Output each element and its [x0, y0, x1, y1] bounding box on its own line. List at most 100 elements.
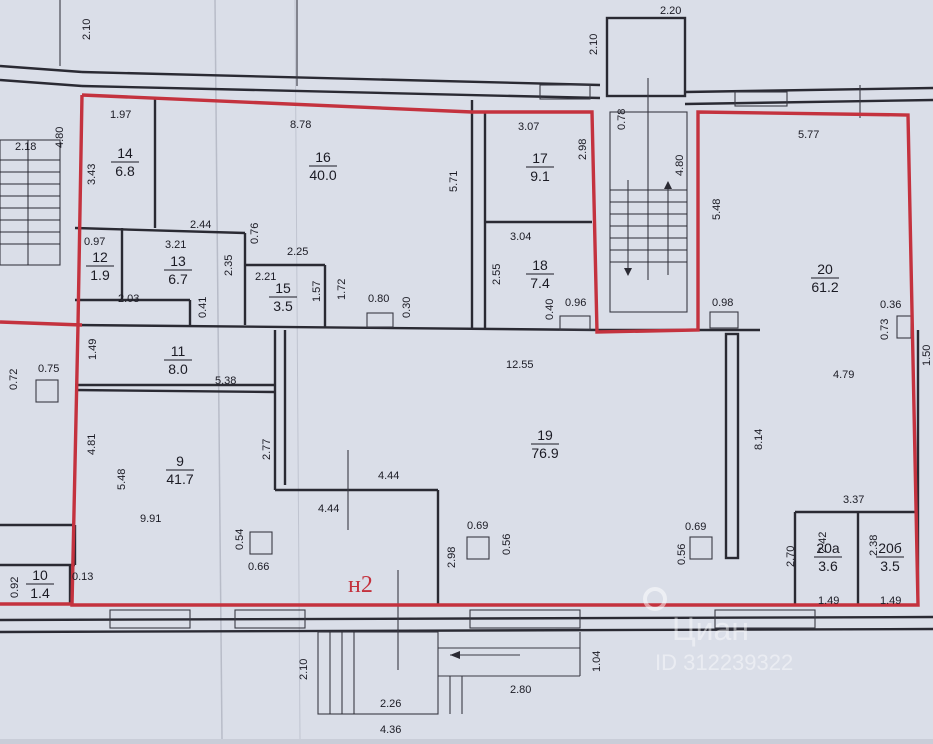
dimension-label: 4.81 [86, 434, 98, 455]
paper-fold [294, 0, 301, 740]
room-14-area: 6.8 [115, 163, 135, 179]
stairs-center [605, 16, 688, 313]
dimension-label: 2.55 [491, 264, 503, 285]
dimension-label: 2.98 [446, 547, 458, 568]
dimension-label: 8.14 [753, 429, 765, 450]
fixtures [35, 84, 912, 670]
watermark-id: ID 312239322 [655, 650, 793, 675]
dimension-label: 5.38 [215, 375, 236, 387]
dimension-label: 12.55 [506, 359, 534, 371]
dimension-label: 0.75 [38, 363, 59, 375]
watermark: Циан ID 312239322 [643, 587, 793, 675]
dimension-label: 0.92 [9, 577, 21, 598]
dimension-label: 0.80 [368, 293, 389, 305]
dimension-label: 2.77 [261, 439, 273, 460]
room-20a-area: 3.6 [818, 558, 838, 574]
room-10-area: 1.4 [30, 585, 50, 601]
outer-walls [0, 0, 933, 634]
room-16-area: 40.0 [309, 167, 336, 183]
room-14-number: 14 [117, 145, 133, 161]
dimension-label: 2.18 [15, 141, 36, 153]
dimension-label: 0.98 [712, 297, 733, 309]
room-15-area: 3.5 [273, 298, 293, 314]
dimension-label: 2.44 [190, 219, 211, 231]
dimension-label: 1.97 [110, 109, 131, 121]
dimension-label: 1.04 [591, 651, 603, 672]
dimension-label: 0.13 [72, 571, 93, 583]
dimension-label: 2.25 [287, 246, 308, 258]
dimension-label: 2.35 [223, 255, 235, 276]
room-17-area: 9.1 [530, 168, 550, 184]
dimension-label: 0.56 [676, 544, 688, 565]
room-19-number: 19 [537, 427, 553, 443]
dimension-label: 0.72 [8, 369, 20, 390]
dimension-label: 5.77 [798, 129, 819, 141]
dimension-label: 1.57 [311, 281, 323, 302]
unit-label: н2 [348, 572, 373, 598]
dimension-label: 8.78 [290, 119, 311, 131]
dimension-label: 4.44 [378, 470, 399, 482]
room-12-number: 12 [92, 249, 108, 265]
watermark-logo-icon [643, 587, 667, 611]
dimension-label: 3.21 [165, 239, 186, 251]
stairs-bottom [317, 631, 581, 715]
watermark-brand: Циан [672, 611, 749, 647]
dimension-label: 2.98 [577, 139, 589, 160]
dimension-label: 3.07 [518, 121, 539, 133]
dimension-label: 0.40 [544, 299, 556, 320]
dimension-label: 0.73 [879, 319, 891, 340]
dimension-label: 0.69 [685, 521, 706, 533]
dimension-label: 4.79 [833, 369, 854, 381]
dimension-label: 0.97 [84, 236, 105, 248]
room-18-number: 18 [532, 257, 548, 273]
dimension-label: 2.20 [660, 5, 681, 17]
room-9-number: 9 [176, 453, 184, 469]
dimension-label: 0.76 [249, 223, 261, 244]
dimension-label: 2.80 [510, 684, 531, 696]
dimension-label: 0.96 [565, 297, 586, 309]
room-20-number: 20 [817, 261, 833, 277]
room-15-number: 15 [275, 280, 291, 296]
dimension-label: 2.26 [380, 698, 401, 710]
dimension-label: 1.49 [818, 595, 839, 607]
room-20b-number: 20б [878, 540, 902, 556]
room-labels: 146.81640.0179.1187.42061.2121.9136.7153… [26, 145, 904, 601]
dimension-label: 4.80 [674, 155, 686, 176]
dimension-label: 0.30 [401, 297, 413, 318]
room-16-number: 16 [315, 149, 331, 165]
room-9-area: 41.7 [166, 471, 193, 487]
dimension-label: 1.49 [87, 339, 99, 360]
room-13-area: 6.7 [168, 271, 188, 287]
dimension-label: 2.10 [298, 659, 310, 680]
room-11-number: 11 [171, 343, 186, 359]
dimension-label: 0.66 [248, 561, 269, 573]
dimension-label: 2.10 [588, 34, 600, 55]
dimension-label: 2.10 [81, 19, 93, 40]
room-18-area: 7.4 [530, 275, 550, 291]
room-12-area: 1.9 [90, 267, 110, 283]
dimension-label: 1.72 [336, 279, 348, 300]
room-10-number: 10 [32, 567, 48, 583]
room-17-number: 17 [532, 150, 548, 166]
dimension-label: 3.04 [510, 231, 531, 243]
dimension-label: 5.48 [711, 199, 723, 220]
dimension-label: 0.69 [467, 520, 488, 532]
dimension-label: 3.43 [86, 164, 98, 185]
interior-walls [0, 98, 920, 605]
dimension-label: 0.54 [234, 529, 246, 550]
room-11-area: 8.0 [168, 361, 188, 377]
dimension-label: 0.36 [880, 299, 901, 311]
dimension-label: 2.21 [255, 271, 276, 283]
dimension-label: 4.44 [318, 503, 339, 515]
stairs-top-left [0, 139, 61, 266]
dimension-label: 9.91 [140, 513, 161, 525]
unit-boundary [0, 93, 920, 607]
room-20b-area: 3.5 [880, 558, 900, 574]
dimension-label: 3.37 [843, 494, 864, 506]
dimension-label: 2.42 [817, 532, 829, 553]
paper-fold [214, 0, 223, 740]
dimension-label: 2.03 [118, 293, 139, 305]
